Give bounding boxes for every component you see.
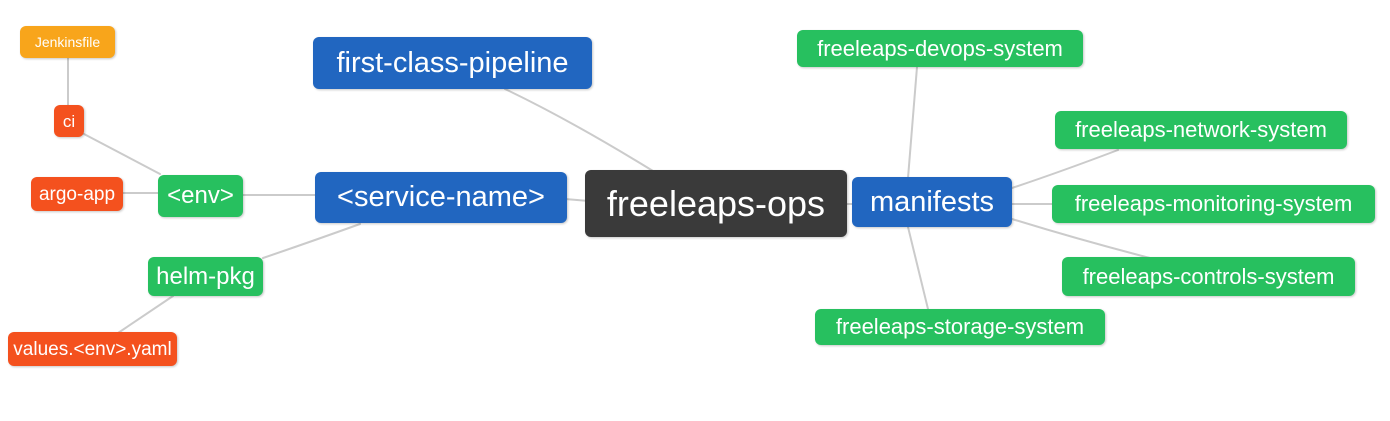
node-argo-app[interactable]: argo-app — [31, 177, 123, 211]
node-values-env-yaml[interactable]: values.<env>.yaml — [8, 332, 177, 366]
edge-service-name-helm-pkg — [262, 223, 361, 259]
node-env[interactable]: <env> — [158, 175, 243, 217]
node-jenkinsfile[interactable]: Jenkinsfile — [20, 26, 115, 58]
edge-ops-first-class-pipeline — [504, 88, 654, 172]
node-freeleaps-monitoring-system[interactable]: freeleaps-monitoring-system — [1052, 185, 1375, 223]
node-freeleaps-network-system[interactable]: freeleaps-network-system — [1055, 111, 1347, 149]
edge-manifests-controls-system — [1011, 218, 1151, 259]
node-ci[interactable]: ci — [54, 105, 84, 137]
node-freeleaps-controls-system[interactable]: freeleaps-controls-system — [1062, 257, 1355, 296]
node-freeleaps-devops-system[interactable]: freeleaps-devops-system — [797, 30, 1083, 67]
node-freeleaps-storage-system[interactable]: freeleaps-storage-system — [815, 309, 1105, 345]
node-first-class-pipeline[interactable]: first-class-pipeline — [313, 37, 592, 89]
node-manifests[interactable]: manifests — [852, 177, 1012, 227]
edge-manifests-devops-system — [907, 66, 918, 179]
node-freeleaps-ops[interactable]: freeleaps-ops — [585, 170, 847, 237]
node-service-name[interactable]: <service-name> — [315, 172, 567, 223]
edge-manifests-storage-system — [907, 226, 929, 310]
edge-helm-pkg-values — [117, 295, 174, 334]
edge-env-ci — [83, 133, 161, 175]
node-helm-pkg[interactable]: helm-pkg — [148, 257, 263, 296]
edge-manifests-network-system — [1011, 149, 1119, 189]
